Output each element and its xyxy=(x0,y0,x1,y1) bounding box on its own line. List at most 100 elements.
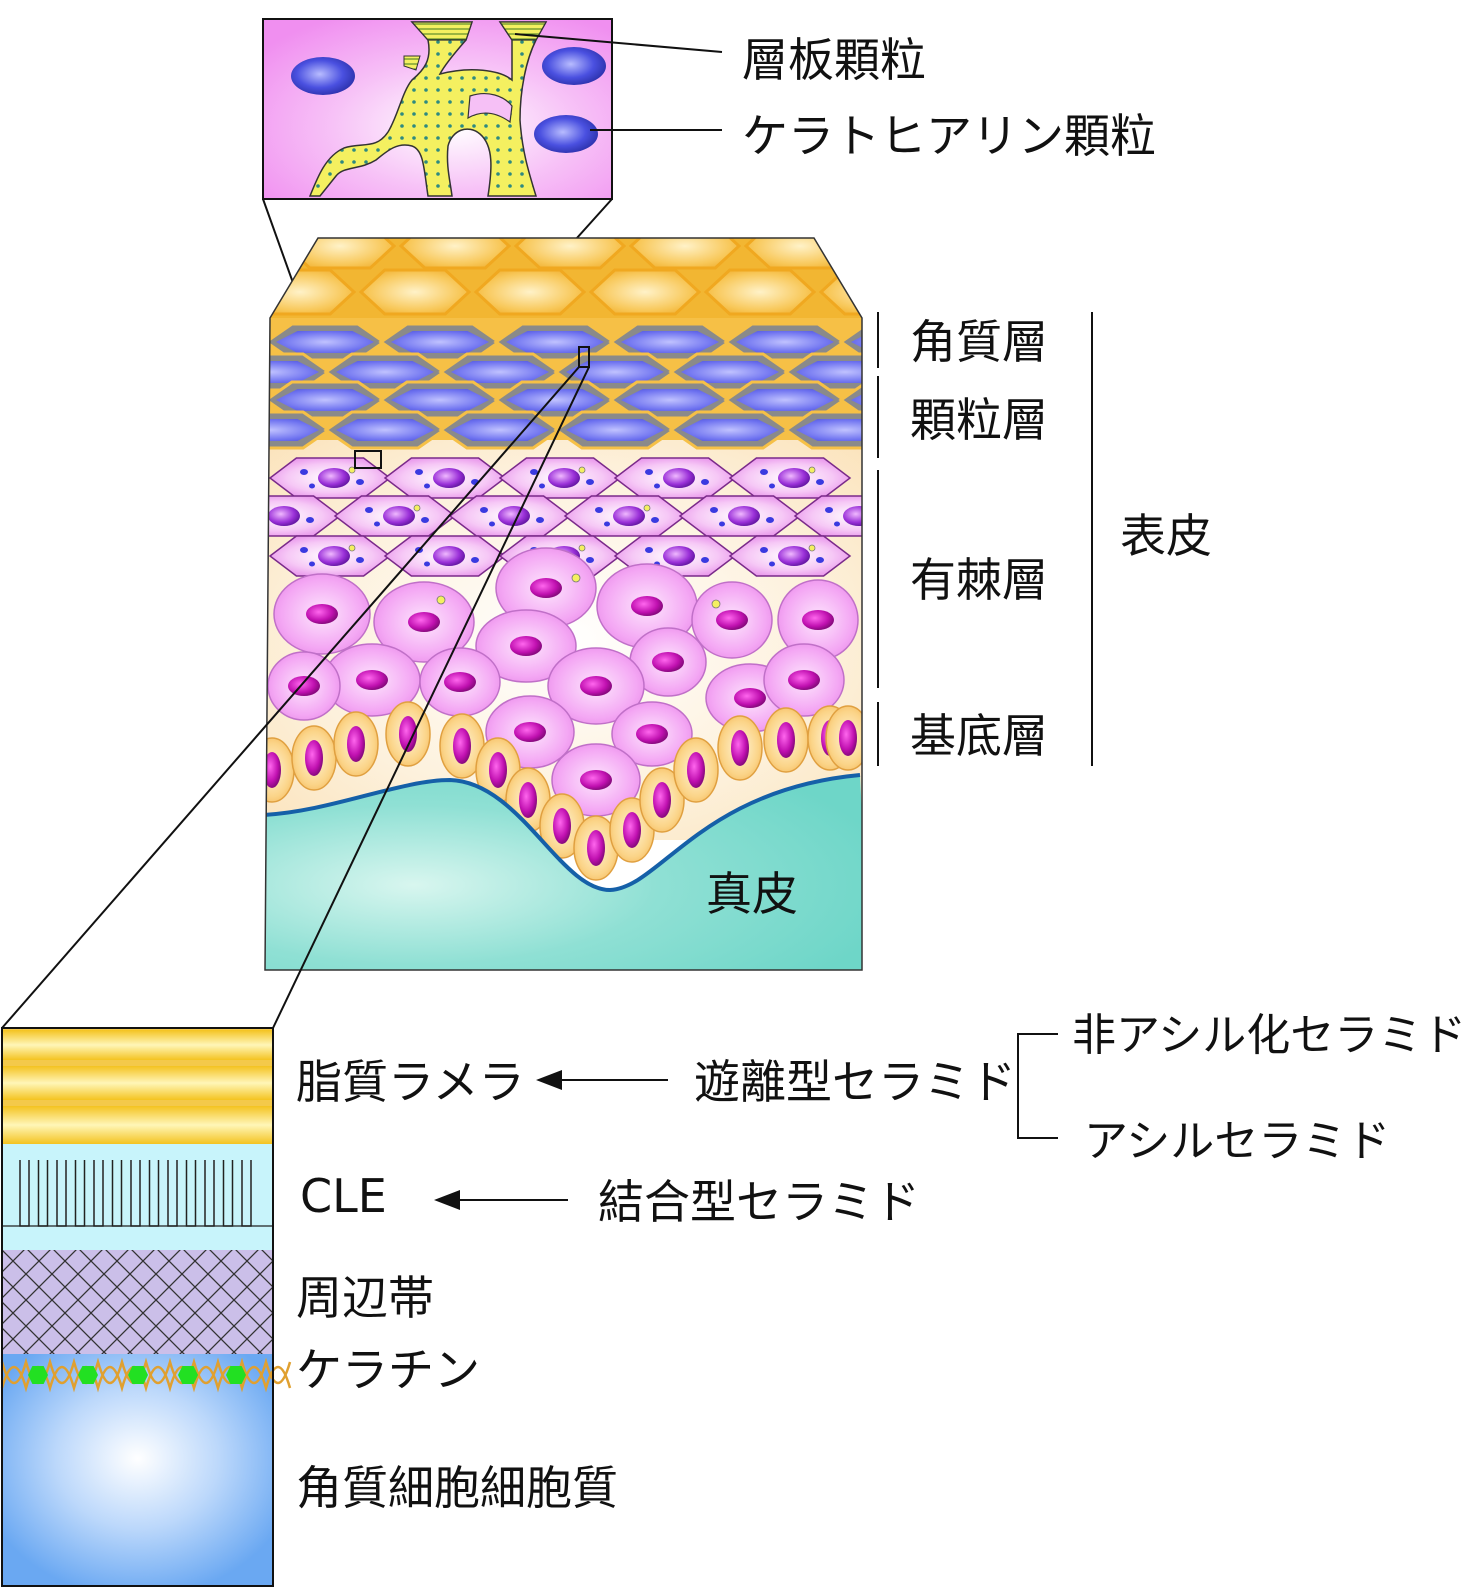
keratin-node xyxy=(28,1366,48,1384)
label-lipid-lamellae: 脂質ラメラ xyxy=(296,1055,525,1109)
cell-nucleus xyxy=(514,722,546,742)
granular-cell xyxy=(736,389,834,411)
bottom-inset-border xyxy=(1,1027,274,1587)
lamellar-dot xyxy=(808,466,816,474)
cell-nucleus xyxy=(433,468,465,488)
keratohyalin-dot xyxy=(471,557,479,563)
bottom-inset: 脂質ラメラ CLE 周辺帯 ケラチン 角質細胞細胞質 遊離型セラミド 結合型セラ… xyxy=(0,1010,1466,1587)
lamellar-granule-1 xyxy=(410,21,473,41)
granular-cell xyxy=(391,389,489,411)
label-dermis: 真皮 xyxy=(706,867,798,921)
lamellar-dot xyxy=(348,466,356,474)
keratohyalin-dot xyxy=(645,547,653,553)
keratohyalin-dot xyxy=(816,557,824,563)
keratohyalin-dot xyxy=(530,469,538,475)
granular-cell xyxy=(451,419,549,441)
lamellar-dot xyxy=(571,573,581,583)
cell-nucleus xyxy=(778,468,810,488)
zoom-lines-bottom xyxy=(1,366,590,1029)
label-keratohyalin-granule: ケラトヒアリン顆粒 xyxy=(742,109,1156,163)
lamellar-dot xyxy=(578,466,586,474)
lamellar-dot xyxy=(348,544,356,552)
keratohyalin-dot xyxy=(710,507,718,513)
keratin-node xyxy=(78,1366,98,1384)
label-bound-ceramide: 結合型セラミド xyxy=(598,1175,920,1229)
lamella-band-3 xyxy=(2,1106,273,1144)
keratohyalin-dot xyxy=(825,507,833,513)
cell-nucleus xyxy=(498,506,530,526)
corneum-cell xyxy=(628,238,742,270)
corneum-cell xyxy=(743,238,857,270)
lamellar-dot xyxy=(578,544,586,552)
label-acyl-ceramide: アシルセラミド xyxy=(1084,1116,1390,1167)
label-stratum-basale: 基底層 xyxy=(910,709,1048,763)
granular-cell xyxy=(276,389,374,411)
cell-nucleus xyxy=(548,468,580,488)
lamellar-dot xyxy=(808,544,816,552)
dermis xyxy=(265,775,862,970)
corneum-cell xyxy=(265,268,357,316)
label-stratum-spinosum: 有棘層 xyxy=(910,553,1048,607)
granular-cell xyxy=(336,419,434,441)
cell-nucleus xyxy=(453,728,471,764)
granular-cell xyxy=(621,389,719,411)
label-free-ceramide: 遊離型セラミド xyxy=(694,1055,1016,1109)
label-stratum-granulosum: 顆粒層 xyxy=(910,393,1048,447)
cell-nucleus xyxy=(623,812,641,848)
cell-nucleus xyxy=(489,752,507,788)
keratohyalin-dot xyxy=(645,469,653,475)
keratohyalin-dot xyxy=(536,517,544,523)
zoom-marker-granular xyxy=(354,450,382,469)
cell-nucleus xyxy=(580,676,612,696)
cell-nucleus xyxy=(716,610,748,630)
keratohyalin-dot xyxy=(309,561,315,567)
cell-nucleus xyxy=(433,546,465,566)
cell-nucleus xyxy=(802,610,834,630)
cle-comb xyxy=(2,1160,273,1227)
keratohyalin-dot xyxy=(586,479,594,485)
corneum-cell xyxy=(703,268,817,316)
keratohyalin-dot xyxy=(766,517,774,523)
cell-nucleus xyxy=(356,670,388,690)
keratohyalin-dot xyxy=(760,469,768,475)
keratin-node xyxy=(226,1366,246,1384)
keratohyalin-dot xyxy=(701,557,709,563)
corneum-cell xyxy=(358,268,472,316)
cell-nucleus xyxy=(777,722,795,758)
keratohyalin-dot xyxy=(300,469,308,475)
cell-nucleus xyxy=(613,506,645,526)
cell-nucleus xyxy=(306,604,338,624)
cell-nucleus xyxy=(383,506,415,526)
granular-cell xyxy=(566,419,664,441)
lamellar-dot xyxy=(413,504,421,512)
cell-nucleus xyxy=(268,506,300,526)
keratin-node xyxy=(128,1366,148,1384)
keratin-fiber xyxy=(0,1357,292,1384)
granular-cell xyxy=(681,419,779,441)
corneum-cell xyxy=(513,238,627,270)
keratohyalin-granule-1 xyxy=(291,57,355,95)
keratohyalin-dot xyxy=(250,507,258,513)
arrow-bound-ceramide-head xyxy=(434,1190,460,1210)
cell-nucleus xyxy=(408,612,440,632)
cell-nucleus xyxy=(347,726,365,762)
lamella-band-1 xyxy=(2,1030,273,1060)
cell-nucleus xyxy=(580,770,612,790)
basement-membrane xyxy=(265,773,861,893)
keratohyalin-dot xyxy=(604,521,610,527)
label-stratum-corneum: 角質層 xyxy=(910,315,1048,369)
cell-nucleus xyxy=(687,752,705,788)
keratohyalin-dot xyxy=(586,557,594,563)
cell-nucleus xyxy=(587,830,605,866)
granular-cell xyxy=(681,361,779,383)
lamellar-dot xyxy=(436,595,446,605)
network-gap xyxy=(467,93,513,124)
granular-cell xyxy=(336,361,434,383)
cell-nucleus xyxy=(510,636,542,656)
cell-nucleus xyxy=(728,506,760,526)
keratohyalin-dot xyxy=(719,521,725,527)
lamellar-dot xyxy=(711,599,721,609)
cell-nucleus xyxy=(843,506,862,526)
cell-nucleus xyxy=(636,724,668,744)
lamellar-granule-3 xyxy=(403,55,421,71)
